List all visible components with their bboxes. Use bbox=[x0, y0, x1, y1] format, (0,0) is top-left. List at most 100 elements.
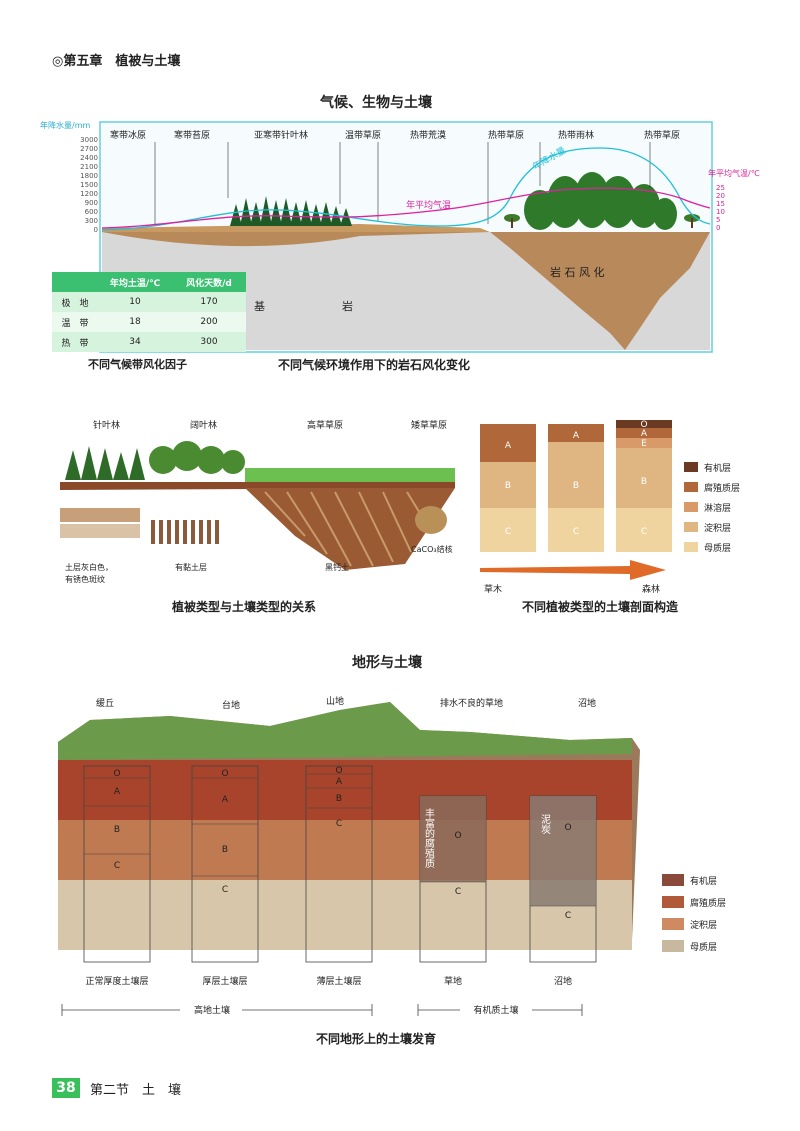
weathering-label: 岩 石 风 化 bbox=[550, 265, 605, 279]
fig4-title: 地形与土壤 bbox=[352, 655, 422, 671]
zone-label: 寒带冰原 bbox=[110, 129, 146, 141]
zone-label: 寒带苔原 bbox=[174, 129, 210, 141]
right-tick-label: 15 bbox=[716, 200, 725, 208]
temp-label: 年平均气温 bbox=[406, 199, 451, 211]
left-tick-label: 2700 bbox=[80, 145, 98, 153]
precipitation-curve bbox=[101, 147, 711, 231]
layer-label: B bbox=[641, 477, 647, 487]
bedrock-label: 基 bbox=[254, 300, 265, 313]
layer-label: C bbox=[641, 527, 647, 537]
legend-label: 淀积层 bbox=[690, 919, 717, 931]
table-cell: 极 地 bbox=[61, 298, 89, 309]
fig1-title: 气候、生物与土壤 bbox=[320, 95, 432, 111]
bedrock-label: 岩 bbox=[342, 299, 353, 313]
layer-label: O bbox=[221, 769, 228, 779]
table-header: 年均土温/℃ bbox=[109, 278, 161, 289]
chapter-heading: ◎第五章 植被与土壤 bbox=[52, 54, 181, 69]
zone-label: 热带草原 bbox=[644, 129, 680, 141]
legend-label: 母质层 bbox=[690, 941, 717, 953]
soil-note: 黑钙土 bbox=[325, 562, 349, 572]
left-tick-label: 1800 bbox=[80, 172, 98, 180]
layer-label: B bbox=[336, 794, 342, 804]
terrain-label: 缓丘 bbox=[96, 697, 114, 709]
left-tick-label: 2400 bbox=[80, 154, 98, 162]
terrain-label: 台地 bbox=[222, 699, 240, 711]
soil-note: CaCO₃结核 bbox=[411, 544, 453, 554]
column-label: 正常厚度土壤层 bbox=[85, 975, 148, 987]
column-label: 沼地 bbox=[554, 975, 572, 987]
weathering-table: 年均土温/℃ 风化天数/d 极 地 10 170 温 带 18 200 热 带 … bbox=[52, 272, 246, 352]
left-tick-label: 1200 bbox=[80, 190, 98, 198]
table-cell: 170 bbox=[200, 297, 218, 307]
right-tick-label: 20 bbox=[716, 192, 725, 200]
column-label: 厚层土壤层 bbox=[202, 975, 247, 987]
left-tick-label: 3000 bbox=[80, 136, 98, 144]
temperature-curve bbox=[101, 187, 711, 229]
left-tick-label: 600 bbox=[85, 208, 98, 216]
fig2-vegetation-soil: 针叶林 阔叶林 高草草原 矮草草原 土层灰白色， 有锈色斑纹 有黏土层 黑钙土 … bbox=[60, 419, 455, 584]
arrow-start-label: 草木 bbox=[484, 583, 502, 595]
right-tick-label: 25 bbox=[716, 184, 725, 192]
layer-label: A bbox=[573, 431, 580, 441]
left-tick-label: 300 bbox=[85, 217, 98, 225]
legend-label: 腐殖质层 bbox=[690, 897, 726, 909]
layer-label: A bbox=[222, 795, 229, 805]
right-tick-label: 10 bbox=[716, 208, 725, 216]
right-axis-label: 年平均气温/℃ bbox=[708, 168, 760, 178]
soil-note: 有锈色斑纹 bbox=[65, 574, 105, 584]
veg-label: 高草草原 bbox=[307, 419, 343, 431]
zone-label: 热带草原 bbox=[488, 129, 524, 141]
layer-label: A bbox=[336, 777, 343, 787]
fig3-caption: 不同植被类型的土壤剖面构造 bbox=[522, 600, 679, 614]
layer-label: O bbox=[640, 420, 647, 430]
terrain-label: 排水不良的草地 bbox=[440, 697, 503, 709]
left-tick-label: 1500 bbox=[80, 181, 98, 189]
page-number: 38 bbox=[52, 1078, 80, 1098]
section-title: 第二节 土 壤 bbox=[90, 1083, 182, 1098]
terrain-label: 山地 bbox=[326, 695, 344, 707]
layer-label: C bbox=[336, 819, 342, 829]
legend-label: 有机层 bbox=[690, 875, 717, 887]
veg-label: 针叶林 bbox=[93, 419, 120, 431]
zone-label: 热带荒漠 bbox=[410, 129, 446, 141]
table-caption: 不同气候带风化因子 bbox=[88, 358, 187, 371]
rich-humus-label: 丰富的腐殖质 bbox=[423, 807, 435, 869]
soil-note: 有黏土层 bbox=[175, 562, 207, 572]
veg-label: 阔叶林 bbox=[190, 419, 217, 431]
layer-label: B bbox=[222, 845, 228, 855]
arrow-end-label: 森林 bbox=[642, 583, 660, 595]
legend-label: 有机层 bbox=[704, 462, 731, 474]
layer-label: C bbox=[573, 527, 579, 537]
table-cell: 300 bbox=[200, 337, 218, 347]
fig1-climate-diagram: 寒带冰原 寒带苔原 亚寒带针叶林 温带草原 热带荒漠 热带草原 热带雨林 热带草… bbox=[40, 120, 760, 353]
left-tick-label: 0 bbox=[94, 226, 98, 234]
layer-label: O bbox=[564, 823, 571, 833]
zone-label: 温带草原 bbox=[345, 129, 381, 141]
fig3-soil-profiles: A B C A B C O A E B C 有机层 腐殖质层 淋溶层 淀积层 母… bbox=[480, 420, 740, 595]
legend-label: 淀积层 bbox=[704, 522, 731, 534]
zone-label: 热带雨林 bbox=[558, 129, 594, 141]
column-label: 草地 bbox=[444, 975, 462, 987]
table-cell: 热 带 bbox=[61, 338, 89, 349]
layer-label: A bbox=[114, 787, 121, 797]
layer-label: A bbox=[641, 429, 648, 439]
layer-label: B bbox=[114, 825, 120, 835]
layer-label: O bbox=[113, 769, 120, 779]
zone-label: 亚寒带针叶林 bbox=[254, 129, 308, 141]
progression-arrow bbox=[480, 560, 666, 580]
layer-label: E bbox=[641, 439, 647, 449]
upland-label: 高地土壤 bbox=[194, 1004, 230, 1016]
table-cell: 10 bbox=[129, 297, 141, 307]
organic-label: 有机质土壤 bbox=[473, 1004, 518, 1016]
layer-label: O bbox=[335, 766, 342, 776]
layer-label: C bbox=[455, 887, 461, 897]
legend-label: 腐殖质层 bbox=[704, 482, 740, 494]
layer-label: O bbox=[454, 831, 461, 841]
table-header: 风化天数/d bbox=[186, 278, 232, 289]
peat-label: 泥炭 bbox=[539, 813, 551, 835]
column-label: 薄层土壤层 bbox=[316, 975, 361, 987]
layer-label: C bbox=[505, 527, 511, 537]
layer-label: C bbox=[114, 861, 120, 871]
table-cell: 温 带 bbox=[61, 318, 89, 329]
left-axis-label: 年降水量/mm bbox=[40, 120, 90, 130]
